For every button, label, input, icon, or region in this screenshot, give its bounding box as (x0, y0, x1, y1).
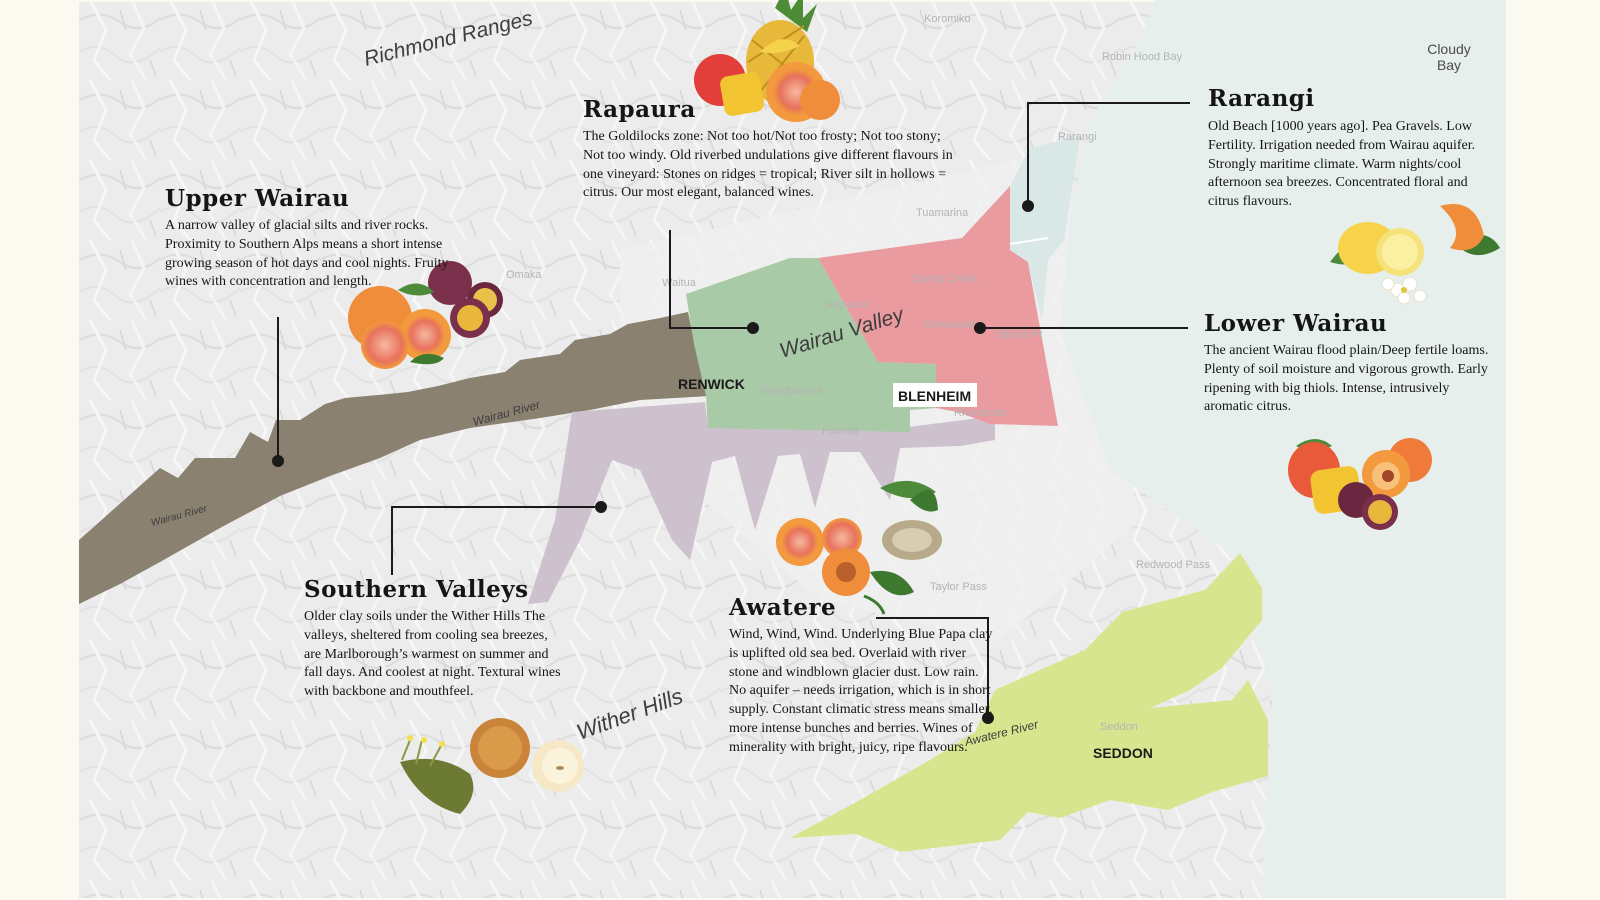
grapefruit-passionfruit-icon (348, 261, 503, 369)
dot-awatere (982, 712, 994, 724)
leader-rapaura (669, 230, 752, 329)
label-tuamarina: Tuamarina (916, 207, 969, 219)
title-upper-wairau: Upper Wairau (165, 185, 350, 212)
region-southern-valleys (528, 402, 995, 604)
dot-southern-valleys (595, 501, 607, 513)
desc-awatere: Wind, Wind, Wind. Underlying Blue Papa c… (729, 627, 993, 755)
desc-rarangi: Old Beach [1000 years ago]. Pea Gravels.… (1208, 119, 1476, 210)
label-koromiko: Koromiko (924, 13, 970, 25)
label-woodbourne: Woodbourne (760, 385, 823, 397)
dot-upper-wairau (272, 455, 284, 467)
grapefruit-apricot-oyster-tomato-leaf-icon (776, 480, 942, 615)
mango-peach-passionfruit-icon (1288, 438, 1432, 530)
label-robin-hood-bay: Robin Hood Bay (1102, 51, 1183, 63)
lemon-orange-blossom-icon (1330, 204, 1500, 305)
title-rapaura: Rapaura (583, 96, 696, 123)
label-spring-creek: Spring Creek (912, 273, 977, 285)
label-cloudy-bay-line2: Bay (1437, 57, 1461, 73)
label-waitua: Waitua (662, 277, 697, 289)
pear-herbs-icon (400, 718, 584, 814)
leader-rarangi (1027, 102, 1190, 205)
leader-awatere (876, 617, 989, 718)
label-cloudy-bay-line1: Cloudy (1427, 41, 1471, 57)
label-taylor-pass: Taylor Pass (930, 581, 987, 593)
dot-lower-wairau (974, 322, 986, 334)
town-blenheim: BLENHEIM (898, 388, 971, 404)
region-lower-wairau (818, 186, 1058, 426)
label-rapaura-place: Rapaura (826, 299, 869, 311)
label-fairhall: Fairhall (822, 425, 858, 437)
label-dillons: Dillons Pt (996, 329, 1042, 341)
title-rarangi: Rarangi (1208, 85, 1315, 112)
sea-area (1060, 0, 1506, 898)
dot-rapaura (747, 322, 759, 334)
leader-southern-valleys (391, 506, 600, 575)
title-southern-valleys: Southern Valleys (304, 576, 529, 603)
pineapple-mango-grapefruit-icon (694, 0, 840, 122)
label-redwood-pass: Redwood Pass (1136, 559, 1210, 571)
label-grovetown: Grovetown (924, 319, 977, 331)
town-renwick: RENWICK (678, 376, 745, 392)
region-upper-wairau (79, 312, 710, 604)
title-lower-wairau: Lower Wairau (1204, 310, 1388, 337)
title-awatere: Awatere (729, 594, 837, 621)
label-rarangi-place: Rarangi (1058, 131, 1097, 143)
label-omaka: Omaka (506, 269, 542, 281)
town-seddon: SEDDON (1093, 745, 1153, 761)
region-rapaura (686, 258, 936, 432)
rarangi-divider (1009, 237, 1049, 245)
desc-lower-wairau: The ancient Wairau flood plain/Deep fert… (1204, 343, 1489, 415)
blenheim-label-bg (893, 383, 977, 407)
desc-rapaura: The Goldilocks zone: Not too hot/Not too… (583, 129, 953, 201)
region-awatere (790, 553, 1268, 852)
label-riverlands: Riverlands (954, 407, 1006, 419)
desc-upper-wairau: A narrow valley of glacial silts and riv… (165, 218, 449, 290)
dot-rarangi (1022, 200, 1034, 212)
desc-southern-valleys: Older clay soils under the Wither Hills … (304, 609, 561, 700)
label-seddon-place: Seddon (1100, 721, 1138, 733)
